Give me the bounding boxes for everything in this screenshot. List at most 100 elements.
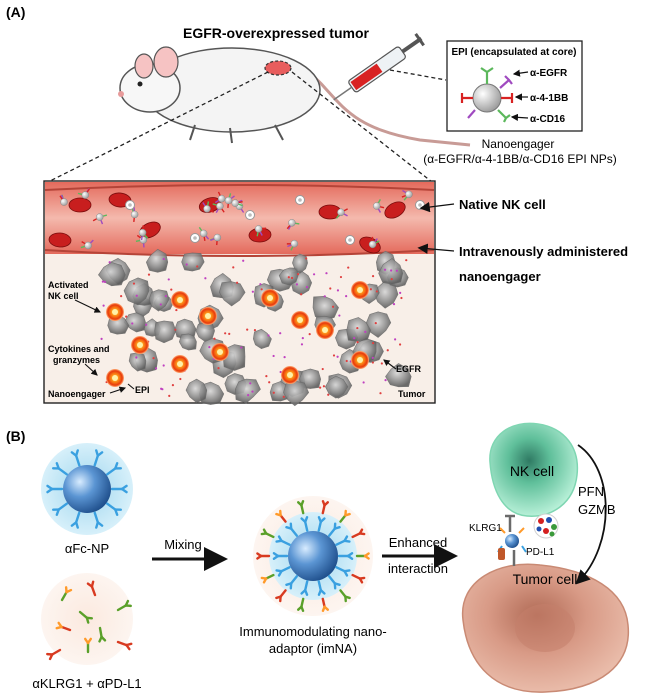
antibody [228,193,232,198]
pfn-gzmb-arrow [575,444,607,585]
antibody [375,240,380,244]
cytokine-dot [272,391,275,394]
antibody [202,202,206,207]
antibody [238,201,243,204]
tumor-cell [283,380,310,407]
cytokine-dot [161,388,164,391]
antibody-stem [328,527,337,537]
cytokine-dot [232,266,235,269]
cytokine-dot [336,355,339,358]
antibody [212,203,217,206]
cytokine-dot [185,263,188,266]
antibody-arm [70,521,78,527]
cytokine-dot [260,288,263,291]
cytokine-dot [242,259,245,262]
nanoengager-particle [217,194,226,203]
activated-nk-core [322,327,328,333]
tumor-cell [385,363,412,388]
mouse-illustration [118,46,471,147]
cytokine-dot [131,322,134,325]
panel-b-label: (B) [6,428,25,444]
native-nk-nucleus [248,213,252,217]
cytokine-dot [375,290,378,293]
label-activated: Activated [48,280,89,290]
cytokine-dot [379,392,382,395]
cytokine-dot [108,261,111,264]
cytokine-dot [347,266,350,269]
antibody-arm [300,588,307,595]
cytokine-dot [338,314,341,317]
cytokine-dot [179,377,182,381]
pdl1-label: PD-L1 [526,547,555,558]
activated-nk-core [137,342,143,348]
nanoengager-particle [290,239,299,248]
nanoparticle-icon [472,83,502,113]
antibody-arm [85,616,90,624]
antibody-arm [55,462,60,470]
cytokine-dot [259,283,262,286]
cytokine-dot [224,332,227,335]
cytokine-dot [295,283,299,286]
cytokine-dot [282,395,285,398]
nanoengager-particle [216,202,224,210]
label-cytokines: Cytokines and [48,344,110,354]
activated-nk-core [357,357,363,363]
label-egfr: EGFR [396,364,422,374]
cytokine-dot [208,346,211,349]
cytokine-dot [135,356,138,359]
antibody-stem [264,532,275,539]
cytokine-dot [323,295,326,298]
activated-nk-core [112,309,118,315]
antibody-stem [279,514,287,523]
cytokine-dot [405,259,408,262]
cytokine-dot [101,280,104,283]
antibody-stem [98,626,103,639]
antibody-arm [363,554,370,560]
antibody-stem [335,566,346,573]
label-epi: EPI [135,385,150,395]
nanoengager-particle [368,240,377,249]
antibody-arm [358,577,364,584]
cytokine-dot [265,375,268,378]
cytokine-dot [345,359,348,363]
antibodies-label: αKLRG1 + αPD-L1 [32,676,141,691]
antibody [377,199,381,204]
antibody-stem [321,504,326,515]
cytokine-dot [290,276,294,280]
tumor-site [264,60,292,76]
cytokine-dot [371,361,374,364]
nanoengager-particle [60,198,68,206]
antibody [100,220,104,225]
cytokine-dot [204,277,207,280]
cytokine-dot [287,276,290,279]
activated-nk-core [287,372,293,378]
tumor-cell [292,253,308,274]
tumor-cell [148,289,170,312]
cytokine-dot [332,354,336,357]
antibody-arm [321,605,326,612]
native-nk-nucleus [193,236,197,240]
cytokine-dot [371,274,375,278]
cytokine-dot [175,308,178,312]
cytokine-dot [251,390,254,393]
tumor-cell [154,320,177,344]
antibody [238,199,243,203]
legend-cd16-label: α-CD16 [530,114,565,125]
antibody [287,225,291,230]
label-tumor: Tumor [398,389,426,399]
cytokine-dot [384,379,387,382]
antibody [287,244,292,248]
antibody [401,194,406,198]
antibody-arm [96,451,104,457]
cytokine-dot [322,385,326,388]
tumor-cell [98,262,126,287]
cytokine-dot [319,386,322,389]
tumor-cell [123,277,150,306]
cytokine-dot [100,337,103,340]
klrg1-label: KLRG1 [469,523,502,534]
antibody-arm [346,554,354,560]
nanoengager-particle [213,233,222,242]
tumor-cell [185,378,208,403]
nanoengager-particle [84,241,92,250]
antibody-stem [116,640,128,647]
